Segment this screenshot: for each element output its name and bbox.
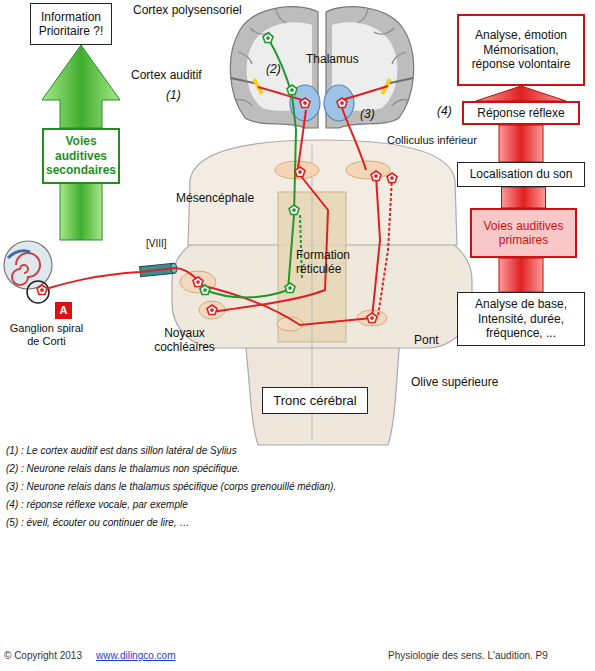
superior-olive	[357, 310, 387, 326]
callout-number: (1)	[166, 88, 181, 102]
box-text: Information Prioritaire ?!	[33, 10, 109, 39]
neuron-symbol	[295, 167, 305, 177]
neuron-symbol	[200, 285, 210, 295]
neuron-symbol	[300, 98, 310, 108]
cochlea	[4, 241, 52, 289]
nerve-label: [VIII]	[146, 238, 167, 250]
website-link: www.dilingco.com	[96, 650, 175, 662]
region-box: Tronc cérébral	[262, 387, 368, 414]
neuron-symbol	[193, 277, 203, 287]
info-box: Information Prioritaire ?!	[30, 3, 112, 45]
thalamus	[324, 85, 354, 121]
footnote: (5) : éveil, écouter ou continuer de lir…	[6, 517, 591, 529]
cochlea-duct	[8, 251, 30, 258]
structure-label: Colliculus inférieur	[387, 134, 477, 147]
secondary-pathway	[205, 38, 302, 298]
pathway-box: Voies auditives secondaires	[42, 128, 120, 184]
inferior-colliculus	[275, 161, 319, 179]
footnote: (2) : Neurone relais dans le thalamus no…	[6, 463, 591, 475]
arrow-shaft	[60, 183, 102, 240]
neuron-symbol	[287, 85, 297, 95]
neuron-symbol	[263, 33, 273, 43]
footnote: (4) : réponse réflexe vocale, par exempl…	[6, 499, 591, 511]
pathway-box: Voies auditives primaires	[470, 208, 577, 258]
callout-number: (4)	[437, 104, 452, 118]
box-text: Tronc cérébral	[273, 393, 356, 409]
inferior-colliculus	[346, 161, 390, 179]
pathway-line	[372, 176, 380, 318]
callout-number: (3)	[360, 107, 375, 121]
structure-label: Pont	[414, 333, 439, 347]
function-box: Localisation du son	[457, 162, 585, 187]
neuron-symbol	[289, 205, 299, 215]
copyright: © Copyright 2013	[4, 650, 82, 662]
pathway-line	[342, 86, 388, 100]
structure-label: Olive supérieure	[411, 375, 498, 389]
spiral-ganglion	[27, 281, 49, 303]
function-box: Analyse, émotion Mémorisation, réponse v…	[457, 14, 585, 86]
structure-label: Formation réticulée	[296, 248, 368, 277]
medulla	[245, 340, 400, 445]
secondary-pathway-arrow	[42, 45, 120, 128]
pathway-line	[378, 178, 392, 316]
structure-label: Cortex auditif	[131, 68, 202, 82]
footnote: (1) : Le cortex auditif est dans sillon …	[6, 445, 591, 457]
callout-number: (2)	[266, 62, 281, 76]
footnote: (3) : Neurone relais dans le thalamus sp…	[6, 481, 591, 493]
neuron-symbol	[387, 173, 397, 183]
structure-label: Thalamus	[306, 52, 359, 66]
gyrus-line	[236, 9, 408, 106]
primary-pathway-arrow	[502, 187, 546, 208]
pathway-line	[205, 38, 296, 298]
function-box: Analyse de base, Intensité, durée, fréqu…	[457, 292, 585, 346]
box-text: Analyse, émotion Mémorisation, réponse v…	[461, 28, 581, 71]
box-text: Voies auditives primaires	[474, 219, 573, 248]
primary-pathway-arrow	[499, 258, 543, 292]
primary-pathway-arrow	[499, 125, 543, 162]
neuron-symbol	[371, 171, 381, 181]
neuron-symbol	[337, 98, 347, 108]
cochlea-spiral	[12, 253, 40, 285]
structure-label: Cortex polysensoriel	[133, 3, 242, 17]
structure-label: Ganglion spiral de Corti	[4, 322, 89, 348]
box-text: Analyse de base, Intensité, durée, fréqu…	[460, 297, 582, 340]
box-text: Localisation du son	[470, 167, 573, 181]
pathway-line	[42, 268, 198, 290]
neuron-symbol	[285, 283, 295, 293]
function-box: Réponse réflexe	[462, 101, 580, 125]
marker-square: A	[55, 302, 72, 319]
structure-label: Mésencéphale	[176, 191, 254, 205]
structure-label: Noyaux cochléaires	[147, 326, 222, 355]
pathway-line	[298, 110, 306, 168]
box-text: A	[60, 304, 68, 317]
white-matter	[332, 22, 397, 112]
neuron-symbol	[367, 313, 377, 323]
box-text: Voies auditives secondaires	[46, 134, 116, 177]
neuron-symbol	[207, 305, 217, 315]
cochlear-nucleus	[180, 271, 216, 293]
neuron-symbol	[37, 285, 47, 295]
primary-pathway-arrow	[476, 86, 566, 101]
box-text: Réponse réflexe	[477, 106, 564, 120]
page-footer: Physiologie des sens. L'audition. P9	[388, 650, 548, 662]
